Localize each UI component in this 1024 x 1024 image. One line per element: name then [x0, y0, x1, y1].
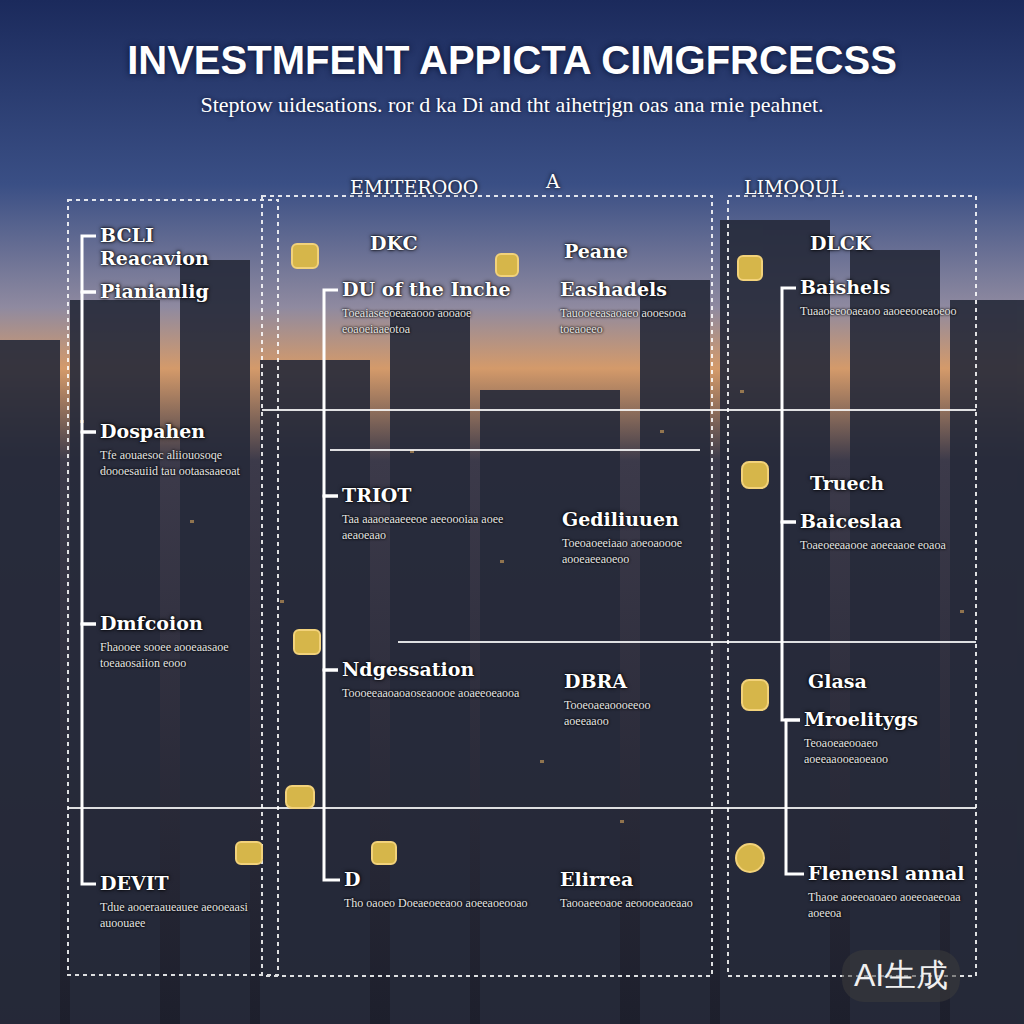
- watermark: AI生成: [842, 950, 960, 1002]
- node-body: Taa aaaoeaaeeeoe aeeoooiaa aoee aeaoeaao: [342, 511, 544, 543]
- node-heading: Flenensl annal: [808, 862, 968, 885]
- node-heading: Gediliuuen: [562, 508, 704, 531]
- node-heading: Mroelitygs: [804, 708, 964, 731]
- connector-line: [324, 496, 338, 670]
- text-node: DospahenTfe aouaesoc aliiouosoqe doooesa…: [96, 418, 266, 481]
- text-node: GediliuuenToeoaoeeiaao aoeoaoooe aooeaee…: [558, 506, 708, 569]
- text-node: DmfcoionFhaooee sooee aooeaasaoe toeaaos…: [96, 610, 266, 673]
- node-heading: BCLI Reacavion: [100, 224, 262, 270]
- node-heading: Truech: [810, 472, 962, 495]
- text-node: DU of the IncheToeaiaseeoeaeaooo aooaoe …: [338, 276, 538, 339]
- node-heading: DKC: [370, 232, 482, 255]
- text-node: Truech: [806, 470, 966, 497]
- connector-line: [82, 292, 96, 432]
- node-heading: Peane: [564, 240, 696, 263]
- node-heading: Eashadels: [560, 278, 702, 301]
- text-node: Peane: [560, 238, 700, 265]
- node-heading: Baiceslaa: [800, 510, 964, 533]
- node-heading: Glasa: [808, 670, 960, 693]
- node-body: Fhaooee sooee aooeaasaoe toeaaosaiion eo…: [100, 639, 262, 671]
- node-body: Tho oaoeo Doeaeoeeaoo aoeeaoeooao: [344, 895, 536, 911]
- text-node: Flenensl annalThaoe aoeeoaoaeo aoeeoaeeo…: [804, 860, 972, 923]
- text-node: ElirreaTaooaeeoaoe aeoooeaoeaao: [556, 866, 706, 913]
- text-node: NdgessationToooeeaaoaoaoseaoooe aoaeeoea…: [338, 656, 548, 703]
- node-heading: Elirrea: [560, 868, 702, 891]
- connector-line: [786, 720, 804, 874]
- text-node: DKC: [366, 230, 486, 257]
- text-node: BaishelsTuaaoeeooaeaoo aaoeeooeaoeoo: [796, 274, 968, 321]
- node-heading: DU of the Inche: [342, 278, 534, 301]
- node-body: Taooaeeoaoe aeoooeaoeaao: [560, 895, 702, 911]
- connector-line: [82, 624, 96, 884]
- text-node: DLCK: [806, 230, 966, 257]
- connector-line: [82, 236, 96, 292]
- node-heading: D: [344, 868, 536, 891]
- node-body: Toaeoeeaaooe aoeeaaoe eoaoa: [800, 537, 964, 553]
- connector-line: [782, 288, 796, 522]
- node-heading: Dmfcoion: [100, 612, 262, 635]
- node-heading: TRIOT: [342, 484, 544, 507]
- connector-line: [324, 290, 338, 496]
- text-node: Glasa: [804, 668, 964, 695]
- node-heading: Baishels: [800, 276, 964, 299]
- connector-line: [782, 522, 800, 720]
- node-body: Teoaoeaeooaeo aoeeaaooeaoeaoo: [804, 735, 964, 767]
- node-heading: Pianianlig: [100, 280, 262, 303]
- node-heading: Ndgessation: [342, 658, 544, 681]
- text-node: D Tho oaoeo Doeaeoeeaoo aoeeaoeooao: [340, 866, 540, 913]
- node-body: Toeaiaseeoeaeaooo aooaoe eoaoeiaaeotoa: [342, 305, 534, 337]
- connector-line: [324, 670, 340, 880]
- node-heading: Dospahen: [100, 420, 262, 443]
- node-heading: DBRA: [564, 670, 696, 693]
- node-heading: DEVIT: [100, 872, 262, 895]
- connector-line: [82, 432, 96, 624]
- node-body: Tooeoaeaoooeeoo aoeeaaoo: [564, 697, 696, 729]
- text-node: DEVIT Tdue aooeraaueauee aeooeaasi auooua…: [96, 870, 266, 933]
- column-label: EMITEROOO: [350, 176, 478, 198]
- text-node: EashadelsTauooeeasaoaeo aooesooa toeaoee…: [556, 276, 706, 339]
- column-label: A: [546, 170, 560, 192]
- column-label: LIMOQUL: [744, 176, 843, 198]
- node-body: Tfe aouaesoc aliiouosoqe doooesauiid tau…: [100, 447, 262, 479]
- node-body: Tuaaoeeooaeaoo aaoeeooeaoeoo: [800, 303, 964, 319]
- node-body: Tdue aooeraaueauee aeooeaasi auoouaee: [100, 899, 262, 931]
- text-node: Pianianlig: [96, 278, 266, 305]
- diagram-title: INVESTMFENT APPICTA CIMGFRCECSS: [0, 38, 1024, 83]
- text-node: DBRA Tooeoaeaoooeeoo aoeeaaoo: [560, 668, 700, 731]
- node-body: Toooeeaaoaoaoseaoooe aoaeeoeaooa: [342, 685, 544, 701]
- text-node: BaiceslaaToaeoeeaaooe aoeeaaoe eoaoa: [796, 508, 968, 555]
- text-node: BCLI Reacavion: [96, 222, 266, 272]
- node-body: Toeoaoeeiaao aoeoaoooe aooeaeeaoeoo: [562, 535, 704, 567]
- diagram-caption: Steptow uidesations. ror d ka Di and tht…: [0, 92, 1024, 118]
- node-body: Thaoe aoeeoaoaeo aoeeoaeeoaa aoeeoa: [808, 889, 968, 921]
- text-node: TRIOT Taa aaaoeaaeeeoe aeeoooiaa aoee aea…: [338, 482, 548, 545]
- node-body: Tauooeeasaoaeo aooesooa toeaoeeo: [560, 305, 702, 337]
- node-heading: DLCK: [810, 232, 962, 255]
- text-node: MroelitygsTeoaoeaeooaeo aoeeaaooeaoeaoo: [800, 706, 968, 769]
